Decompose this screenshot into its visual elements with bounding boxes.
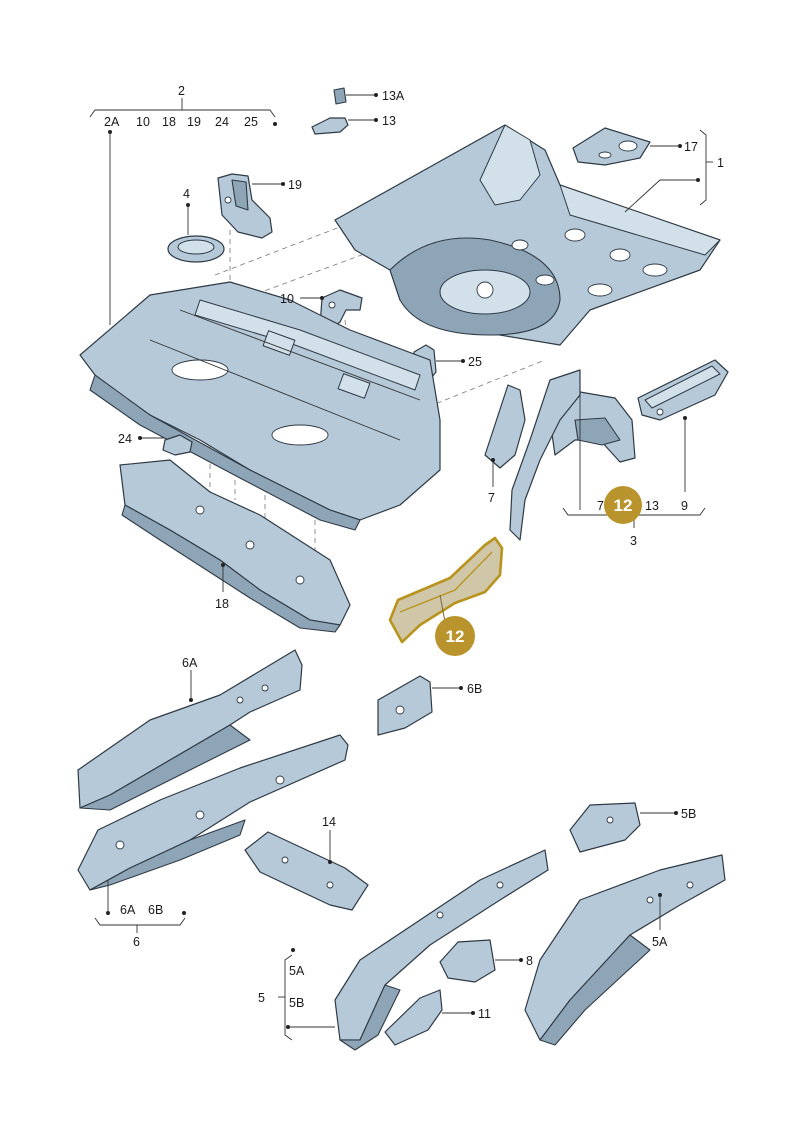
bracket-13-part[interactable]: [311, 117, 349, 135]
label-2A-top: 2A: [104, 115, 120, 129]
callout-labels: 2 2A 10 18 19 24 25 13A 13 17 1 19 4 10 …: [104, 84, 724, 1021]
label-8: 8: [526, 954, 533, 968]
bracket-17-part[interactable]: [572, 127, 651, 166]
label-5A-right: 5A: [652, 935, 668, 949]
clip-13A-part[interactable]: [333, 87, 347, 105]
label-5: 5: [258, 991, 265, 1005]
label-13A: 13A: [382, 89, 405, 103]
member-6-part[interactable]: [77, 734, 349, 891]
label-2: 2: [178, 84, 185, 98]
label-13: 13: [382, 114, 396, 128]
bracket-7-part[interactable]: [484, 384, 526, 469]
label-7-left: 7: [488, 491, 495, 505]
label-25: 25: [468, 355, 482, 369]
label-6: 6: [133, 935, 140, 949]
rear-rail-5-part[interactable]: [334, 849, 549, 1051]
highlight-badge-part-label: 12: [446, 627, 465, 646]
round-cover-4-part[interactable]: [167, 235, 225, 263]
label-10-top: 10: [136, 115, 150, 129]
clip-24-part[interactable]: [162, 434, 193, 456]
bracket-8-part[interactable]: [439, 939, 496, 983]
label-6B-bottom: 6B: [148, 903, 163, 917]
wheelhouse-13-part[interactable]: [549, 391, 636, 463]
callout-leaders: [89, 93, 713, 1041]
highlight-badge-part-circle: [435, 616, 475, 656]
rear-floor-pan-part[interactable]: [334, 124, 721, 346]
label-4: 4: [183, 187, 190, 201]
highlight-badge-group[interactable]: 12: [604, 486, 642, 524]
crossmember-18-part[interactable]: [119, 459, 351, 633]
inner-panel-7-part[interactable]: [509, 369, 581, 541]
bracket-5B-part[interactable]: [569, 802, 641, 853]
bracket-19-part[interactable]: [217, 173, 273, 239]
label-11: 11: [478, 1007, 491, 1021]
rear-rail-5A-part[interactable]: [524, 854, 726, 1046]
label-9: 9: [681, 499, 688, 513]
highlight-badge-part-group[interactable]: 12: [435, 616, 475, 656]
label-7-inline: 7: [597, 499, 604, 513]
label-1: 1: [717, 156, 724, 170]
label-5A-left: 5A: [289, 964, 305, 978]
highlight-badge-circle: [604, 486, 642, 524]
label-18-top: 18: [162, 115, 176, 129]
label-19: 19: [288, 178, 302, 192]
label-5B-left: 5B: [289, 996, 304, 1010]
label-18: 18: [215, 597, 229, 611]
bracket-6B-part[interactable]: [377, 675, 433, 736]
label-25-top: 25: [244, 115, 258, 129]
label-3: 3: [630, 534, 637, 548]
highlight-badge-label: 12: [614, 496, 633, 515]
reinforcement-12-part[interactable]: [388, 536, 504, 644]
label-17: 17: [684, 140, 698, 154]
front-floor-pan-part[interactable]: [79, 281, 441, 531]
label-5B-right: 5B: [681, 807, 696, 821]
reinforcement-9-part[interactable]: [637, 359, 729, 421]
label-14: 14: [322, 815, 336, 829]
label-6A: 6A: [182, 656, 198, 670]
bracket-14-part[interactable]: [244, 831, 369, 911]
label-6A-bottom: 6A: [120, 903, 136, 917]
label-10: 10: [280, 292, 294, 306]
label-6B: 6B: [467, 682, 482, 696]
label-24-top: 24: [215, 115, 229, 129]
label-19-top: 19: [187, 115, 201, 129]
side-member-6A-part[interactable]: [77, 649, 303, 811]
label-13-inline: 13: [645, 499, 659, 513]
label-24: 24: [118, 432, 132, 446]
bracket-11-part[interactable]: [384, 989, 443, 1046]
